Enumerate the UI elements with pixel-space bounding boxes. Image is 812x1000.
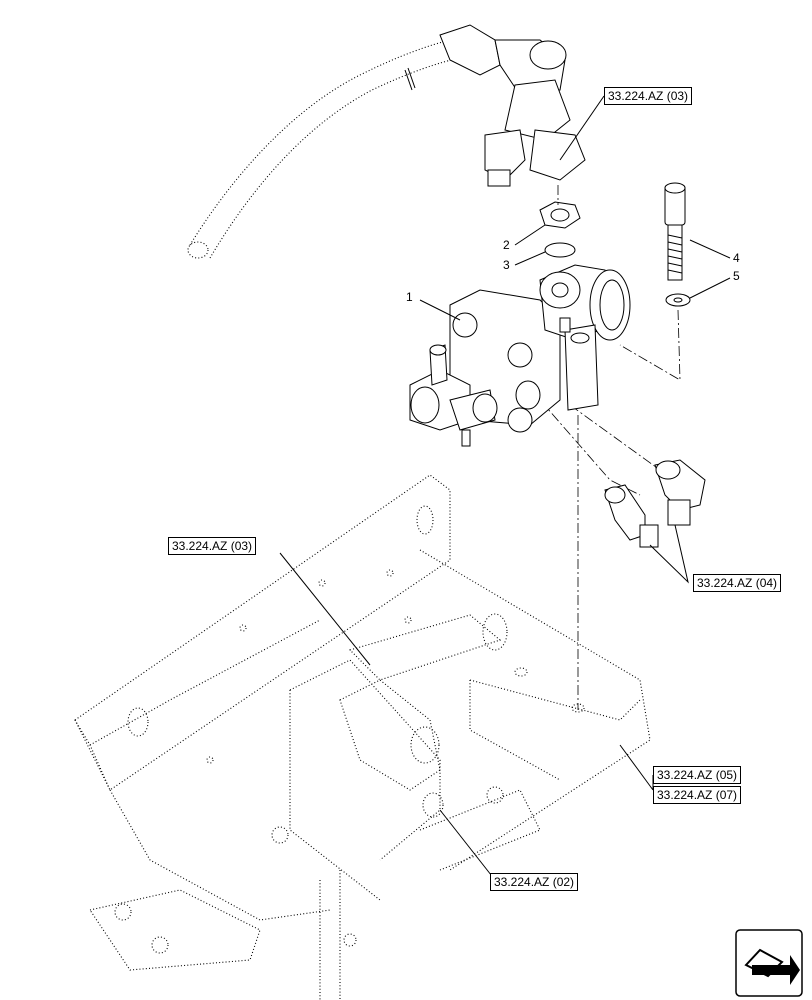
leader-05-07 (619, 744, 654, 791)
ref-box-top[interactable]: 33.224.AZ (03) (604, 87, 693, 105)
item-number-2: 2 (503, 238, 510, 252)
item-number-4: 4 (733, 251, 740, 265)
ref-box-left[interactable]: 33.224.AZ (03) (168, 537, 257, 555)
elbow-fitting (439, 24, 586, 187)
axis-line-fitting-2 (569, 404, 661, 471)
leader-04 (649, 524, 689, 584)
leader-item-5 (689, 277, 731, 299)
leader-top-ref (559, 95, 605, 161)
leader-item-2 (514, 224, 546, 246)
item-number-5: 5 (733, 269, 740, 283)
leader-item-4 (689, 239, 731, 259)
axis-line-fitting-1 (539, 399, 641, 496)
ref-box-07[interactable]: 33.224.AZ (07) (653, 786, 742, 804)
next-page-arrow-icon[interactable] (735, 929, 803, 997)
ref-box-05[interactable]: 33.224.AZ (05) (653, 766, 742, 784)
item-number-3: 3 (503, 258, 510, 272)
leader-left-ref (279, 552, 371, 666)
leader-02 (439, 809, 496, 881)
hex-nut (539, 201, 581, 229)
ref-box-right[interactable]: 33.224.AZ (04) (693, 574, 782, 592)
leader-item-3 (514, 251, 546, 266)
lower-valve-assembly (339, 613, 508, 818)
hose (187, 39, 461, 259)
fittings-pair (604, 459, 706, 548)
axis-line-bolt (619, 309, 681, 381)
o-ring (544, 242, 576, 258)
ref-box-02[interactable]: 33.224.AZ (02) (490, 873, 579, 891)
leader-item-1 (419, 299, 461, 321)
bolt (664, 182, 686, 281)
washer-hole (673, 297, 683, 303)
mounting-frame (74, 474, 651, 1000)
valve-body (409, 264, 631, 447)
item-number-1: 1 (406, 290, 413, 304)
